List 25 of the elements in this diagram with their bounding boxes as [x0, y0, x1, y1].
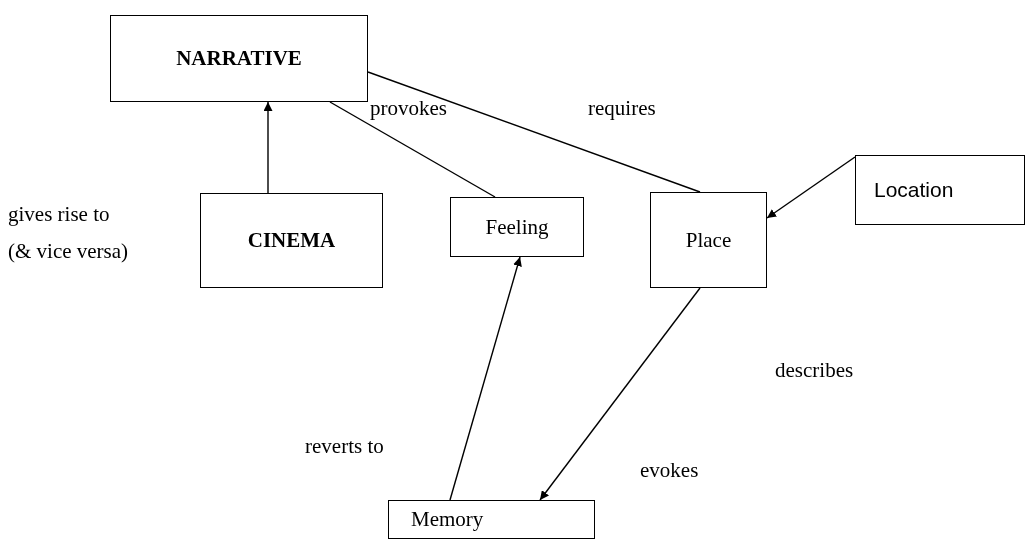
edge-label: provokes [370, 95, 447, 122]
arrow [539, 287, 701, 501]
node-label: NARRATIVE [176, 46, 302, 71]
text-label: (& vice versa) [8, 238, 129, 265]
edge-label: evokes [640, 457, 699, 484]
connector-line [329, 101, 496, 198]
text-box [110, 15, 368, 102]
text-label: gives rise to [8, 201, 110, 228]
text-box [450, 197, 584, 257]
node-label: Location [874, 178, 954, 202]
text-box [388, 500, 595, 539]
connector-line [367, 71, 701, 193]
arrow [263, 101, 273, 194]
text-label: describes [775, 357, 854, 384]
edge-label: requires [588, 95, 656, 122]
arrow [766, 156, 856, 219]
node-label: CINEMA [247, 228, 336, 253]
node-label: Memory [411, 507, 484, 532]
text-box [200, 193, 383, 288]
arrow [449, 256, 522, 501]
edge-label: reverts to [305, 433, 384, 460]
node-label: Place [685, 227, 732, 253]
text-box [855, 155, 1025, 225]
text-box [650, 192, 767, 288]
node-label: Feeling [485, 214, 549, 240]
